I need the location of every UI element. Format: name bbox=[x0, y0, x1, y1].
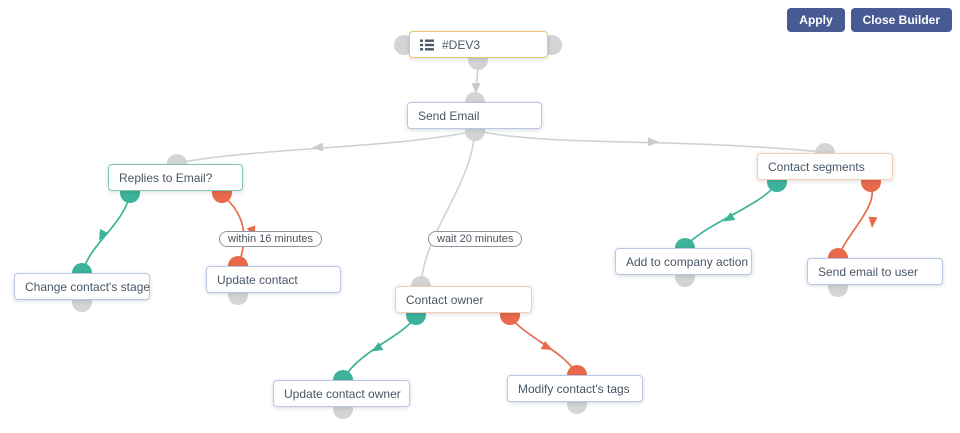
node-label: Contact segments bbox=[768, 159, 865, 174]
node-send-email[interactable]: Send Email bbox=[407, 102, 542, 129]
node-send-email-to-user[interactable]: Send email to user bbox=[807, 258, 943, 285]
edge-segments-yes-to-add-company bbox=[685, 183, 778, 247]
edge-replies-yes-to-change-stage bbox=[82, 194, 131, 272]
node-contact-owner[interactable]: Contact owner bbox=[395, 286, 532, 313]
edge-send-email-to-contact-segments bbox=[475, 130, 825, 153]
node-label: Modify contact's tags bbox=[518, 381, 630, 396]
node-update-contact-owner[interactable]: Update contact owner bbox=[273, 380, 410, 407]
arrowhead bbox=[868, 216, 878, 228]
node-dev3[interactable]: #DEV3 bbox=[409, 31, 548, 58]
node-label: Replies to Email? bbox=[119, 170, 213, 185]
node-label: Send email to user bbox=[818, 264, 919, 279]
node-label: Update contact bbox=[217, 272, 298, 287]
list-icon bbox=[420, 39, 434, 51]
node-label: Change contact's stage bbox=[25, 279, 151, 294]
node-label: Send Email bbox=[418, 108, 480, 123]
arrowhead bbox=[540, 341, 553, 351]
node-update-contact[interactable]: Update contact bbox=[206, 266, 341, 293]
node-change-contacts-stage[interactable]: Change contact's stage bbox=[14, 273, 150, 300]
arrowhead bbox=[647, 137, 659, 147]
edge-send-email-to-replies bbox=[177, 130, 476, 164]
arrowhead bbox=[471, 83, 481, 94]
edge-label-wait-20-minutes: wait 20 minutes bbox=[428, 231, 523, 247]
arrowhead bbox=[371, 342, 384, 352]
edge-send-email-to-contact-owner bbox=[420, 130, 476, 286]
edge-contact-owner-yes-to-update-owner bbox=[343, 316, 417, 379]
node-modify-contacts-tags[interactable]: Modify contact's tags bbox=[507, 375, 643, 402]
node-label: #DEV3 bbox=[442, 37, 481, 52]
apply-button[interactable]: Apply bbox=[787, 8, 845, 32]
node-label: Update contact owner bbox=[284, 386, 401, 401]
edge-contact-owner-no-to-modify-tags bbox=[509, 316, 577, 374]
node-label: Contact owner bbox=[406, 292, 484, 307]
node-contact-segments[interactable]: Contact segments bbox=[757, 153, 893, 180]
arrowhead bbox=[723, 212, 736, 222]
node-label: Add to company action bbox=[626, 254, 749, 269]
node-replies-to-email[interactable]: Replies to Email? bbox=[108, 164, 243, 191]
edge-label-within-16-minutes: within 16 minutes bbox=[219, 231, 322, 247]
node-add-to-company-action[interactable]: Add to company action bbox=[615, 248, 752, 275]
edge-replies-no-to-update-contact bbox=[221, 194, 256, 265]
toolbar: Apply Close Builder bbox=[787, 8, 952, 32]
edge-segments-no-to-send-email-user bbox=[838, 183, 878, 257]
arrowhead bbox=[99, 228, 109, 241]
close-builder-button[interactable]: Close Builder bbox=[850, 8, 952, 32]
arrowhead bbox=[312, 142, 324, 152]
